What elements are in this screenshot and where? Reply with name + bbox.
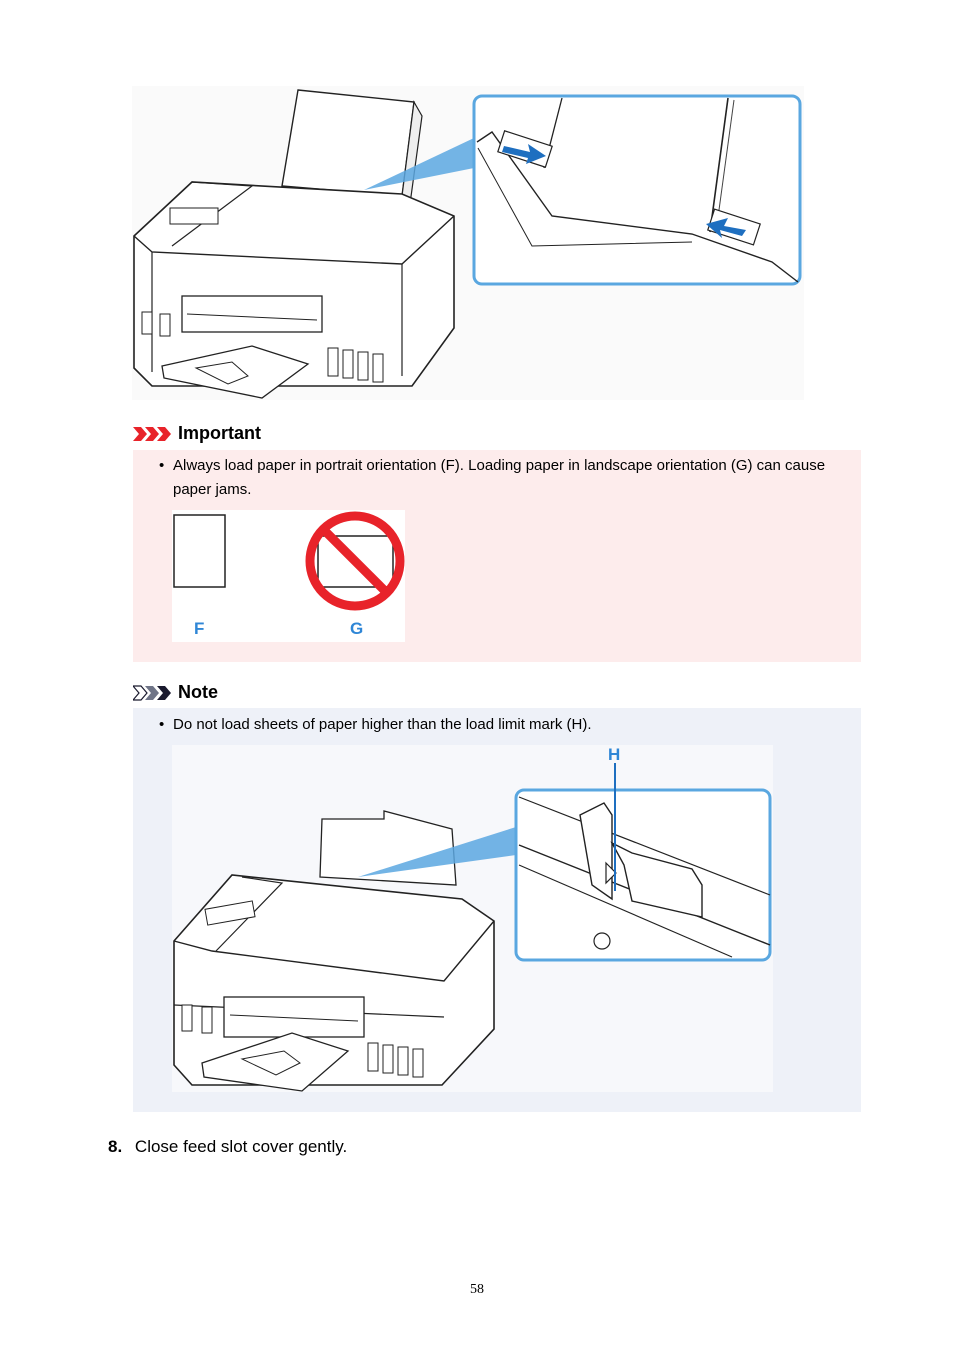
note-bullet-text: Do not load sheets of paper higher than … — [173, 716, 592, 733]
paper-orientation-figure: F G — [172, 510, 405, 642]
note-bullet: • Do not load sheets of paper higher tha… — [159, 713, 833, 737]
orientation-label-g: G — [350, 619, 363, 638]
step-8: 8. Close feed slot cover gently. — [108, 1137, 347, 1157]
step-number: 8. — [108, 1137, 123, 1156]
step-text: Close feed slot cover gently. — [134, 1137, 348, 1156]
bullet-dot: • — [159, 716, 165, 733]
orientation-label-f: F — [194, 619, 204, 638]
important-heading-label: Important — [178, 423, 261, 443]
important-chevrons-icon — [133, 426, 171, 441]
bullet-dot: • — [159, 457, 165, 474]
note-heading-label: Note — [178, 682, 218, 702]
note-chevrons-icon — [133, 684, 171, 701]
note-heading: Note — [133, 682, 218, 703]
important-heading: Important — [133, 423, 261, 444]
printer-paper-guides-illustration — [132, 86, 804, 400]
load-limit-mark-figure: H — [172, 745, 773, 1092]
important-bullet: • Always load paper in portrait orientat… — [159, 454, 833, 502]
important-bullet-text: Always load paper in portrait orientatio… — [173, 457, 826, 498]
page-number: 58 — [470, 1282, 484, 1297]
load-limit-label-h: H — [608, 745, 620, 764]
